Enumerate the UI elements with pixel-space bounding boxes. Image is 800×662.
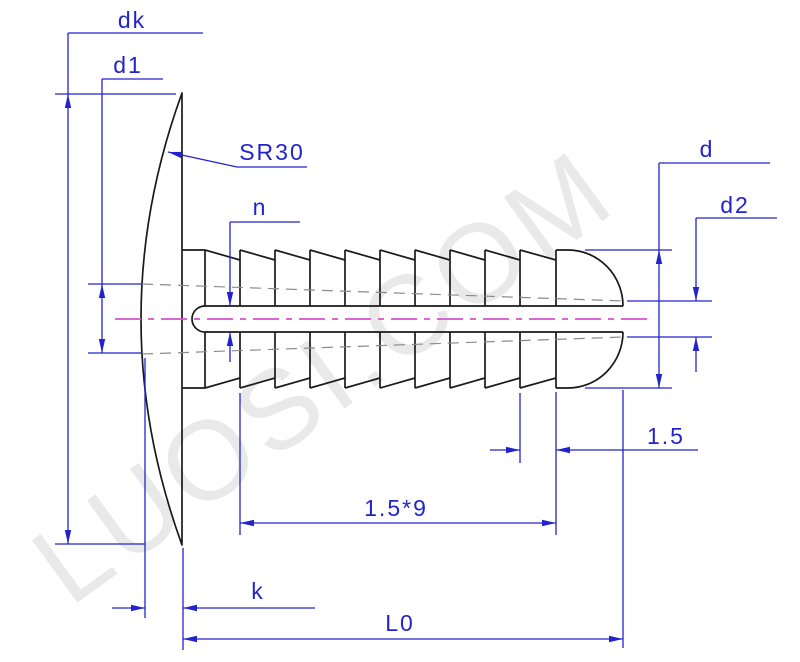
dimensions: dk d1 SR30 n d d2 1.5 <box>55 7 777 650</box>
barb-ramps-bottom <box>204 377 557 389</box>
dim-d1: d1 <box>98 52 143 353</box>
dim-l0: L0 <box>183 610 623 643</box>
center-slot <box>191 305 623 333</box>
leader-sr30: SR30 <box>167 139 305 168</box>
barb-backfaces-bottom <box>204 332 521 388</box>
d1-label: d1 <box>113 52 143 78</box>
neck-lines <box>182 249 205 389</box>
pitch-label: 1.5 <box>647 423 685 449</box>
dim-pitch-total: 1.5*9 <box>240 495 556 527</box>
leader-lines <box>67 32 777 284</box>
tip-dome <box>555 249 624 389</box>
dim-pitch: 1.5 <box>490 423 698 454</box>
dim-d2: d2 <box>692 192 750 372</box>
l0-label: L0 <box>385 610 415 636</box>
d-label: d <box>700 136 715 162</box>
pitch-total-label: 1.5*9 <box>364 495 428 521</box>
root-taper-hidden-lines <box>141 283 624 355</box>
k-label: k <box>251 578 265 604</box>
part-outline <box>115 92 650 546</box>
dim-dk: dk <box>64 7 146 544</box>
watermark: LUOSI.COM <box>11 125 637 627</box>
head-profile <box>140 92 183 546</box>
barb-ramps-top <box>204 249 557 261</box>
dim-d: d <box>655 136 715 388</box>
dk-label: dk <box>118 7 146 33</box>
n-label: n <box>253 194 268 220</box>
d2-label: d2 <box>720 192 750 218</box>
dim-n: n <box>226 194 268 362</box>
extension-lines <box>55 93 712 650</box>
sr30-label: SR30 <box>239 139 305 165</box>
dim-k: k <box>112 578 315 612</box>
watermark-text: LUOSI.COM <box>11 125 637 627</box>
barb-backfaces-top <box>204 250 521 306</box>
